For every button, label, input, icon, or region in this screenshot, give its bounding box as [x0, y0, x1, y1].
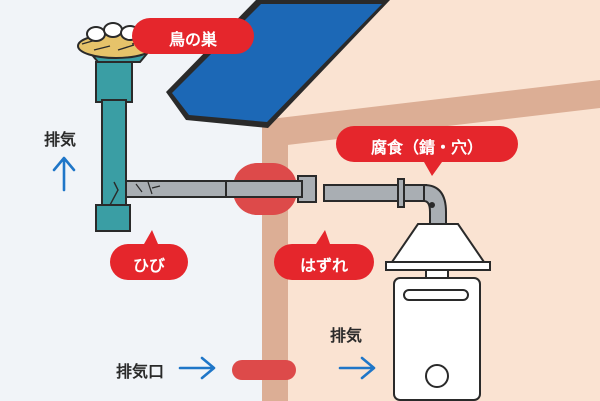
label-corrosion: 腐食（錆・穴） — [370, 138, 483, 157]
arrow-right-heater-icon — [338, 356, 376, 380]
label-exhaust-port: 排気口 — [116, 362, 165, 381]
arrow-up-icon — [52, 156, 76, 192]
heater-panel — [403, 289, 469, 301]
label-bird-nest: 鳥の巣 — [168, 30, 217, 49]
callout-crack — [110, 230, 188, 280]
callout-bird-nest — [132, 18, 254, 54]
callout-corrosion — [336, 126, 518, 176]
heater-knob — [425, 364, 449, 388]
label-crack: ひび — [132, 256, 165, 275]
egg-1 — [86, 26, 106, 42]
callout-detached — [274, 230, 374, 280]
label-exhaust-right: 排気 — [330, 326, 363, 345]
exhaust-port-highlight — [232, 360, 296, 380]
heater-hood-rim — [385, 261, 491, 271]
crack-mark-pipe — [135, 181, 161, 195]
horizontal-pipe-right — [323, 184, 427, 202]
corrosion-hole — [429, 202, 435, 208]
nest-twigs — [81, 39, 151, 51]
horizontal-pipe-through-wall — [225, 180, 303, 198]
label-exhaust-top: 排気 — [44, 130, 77, 149]
roof-fill — [172, 4, 382, 122]
egg-2 — [103, 22, 123, 38]
flue-top — [95, 61, 133, 103]
flue-base — [95, 204, 131, 232]
crack-mark-flue — [109, 181, 119, 206]
arrow-right-exhaust-port-icon — [178, 356, 216, 380]
flue-pipe — [101, 99, 127, 209]
water-heater — [393, 277, 481, 401]
label-detached: はずれ — [299, 256, 348, 275]
pipe-flange — [397, 178, 405, 208]
